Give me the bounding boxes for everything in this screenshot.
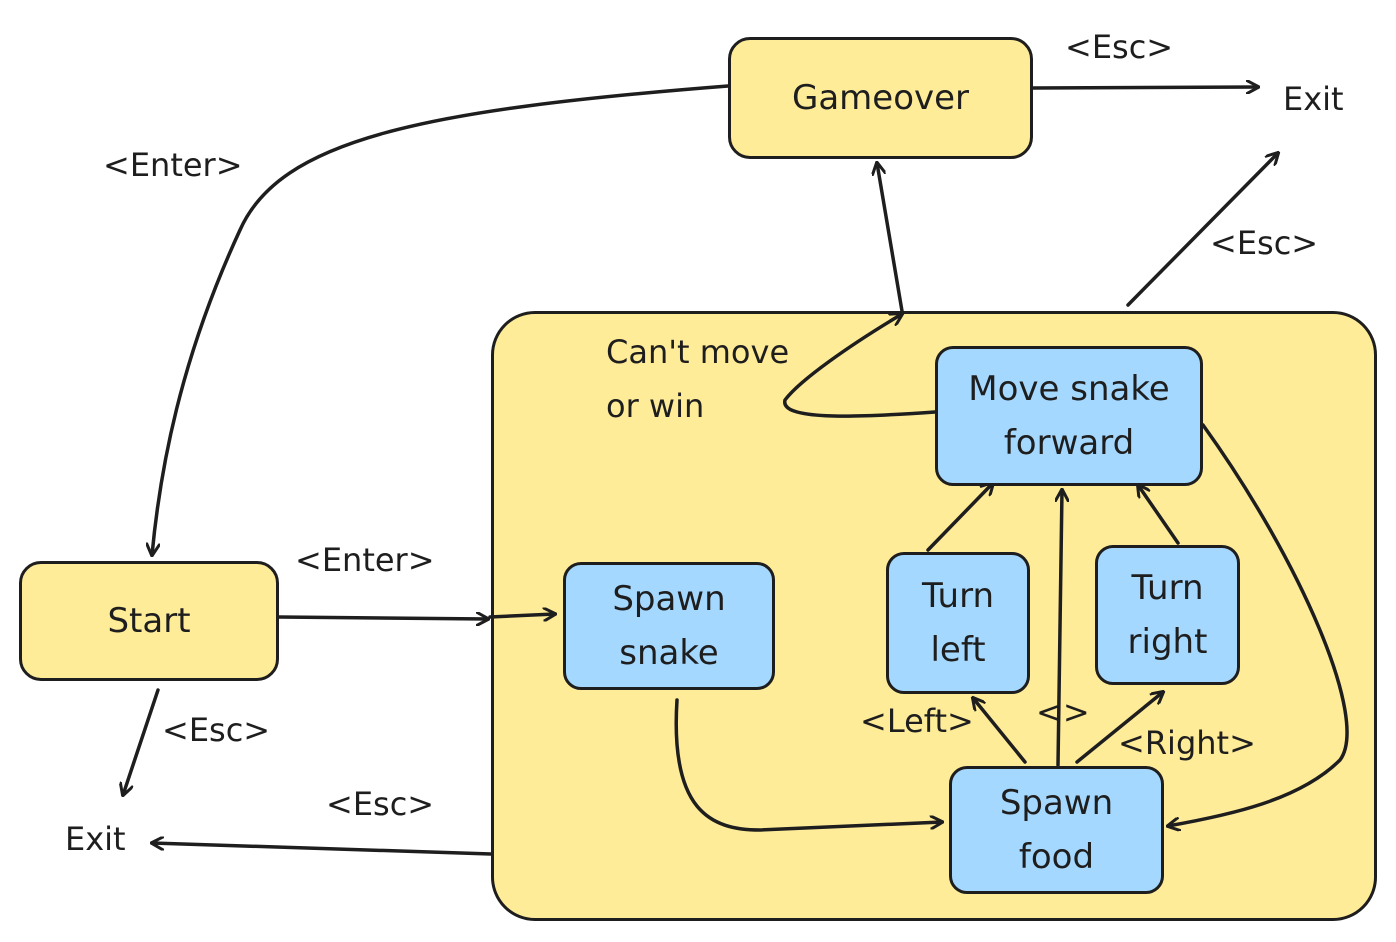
edge-start-exit [123, 688, 160, 795]
start-node: Start [19, 561, 279, 681]
edge-label-cant-move: Can't move or win [606, 333, 790, 425]
edge-game-exit-top [1126, 153, 1278, 307]
exit-top-label: Exit [1283, 80, 1344, 118]
edge-label-start-exit: <Esc> [162, 711, 271, 749]
turn-right-node: Turn right [1095, 545, 1240, 685]
move-snake-forward-node: Move snake forward [935, 346, 1203, 486]
edge-food-turn-left [973, 698, 1027, 764]
edge-turn-left-move [926, 483, 993, 552]
spawn-food-node: Spawn food [949, 766, 1164, 894]
edge-label-no-key: <> [1036, 693, 1090, 731]
edge-game-gameover [877, 163, 904, 313]
turn-left-node: Turn left [886, 552, 1030, 694]
exit-bottom-label: Exit [65, 820, 126, 858]
edge-turn-right-move [1138, 485, 1180, 545]
spawn-snake-node: Spawn snake [563, 562, 775, 690]
edge-gameover-exit [1031, 87, 1258, 88]
edge-move-cantmove [783, 314, 937, 418]
edge-label-gameover-start: <Enter> [103, 146, 243, 184]
edge-game-spawn-snake [488, 614, 555, 617]
edge-label-right: <Right> [1118, 724, 1256, 762]
edge-food-move [1058, 490, 1062, 767]
edge-food-turn-right [1075, 692, 1163, 764]
edge-game-exit-bottom [152, 843, 493, 856]
edge-label-game-exit-top: <Esc> [1210, 224, 1319, 262]
edge-start-game [277, 617, 488, 619]
edge-label-game-exit-bottom: <Esc> [326, 785, 435, 823]
edge-move-food [1168, 423, 1349, 826]
edge-label-start-game: <Enter> [295, 541, 435, 579]
edge-gameover-start [152, 84, 730, 555]
edge-label-gameover-exit: <Esc> [1065, 28, 1174, 66]
edge-label-left: <Left> [860, 702, 974, 740]
edge-spawn-snake-food [674, 698, 942, 832]
gameover-node: Gameover [728, 37, 1033, 159]
